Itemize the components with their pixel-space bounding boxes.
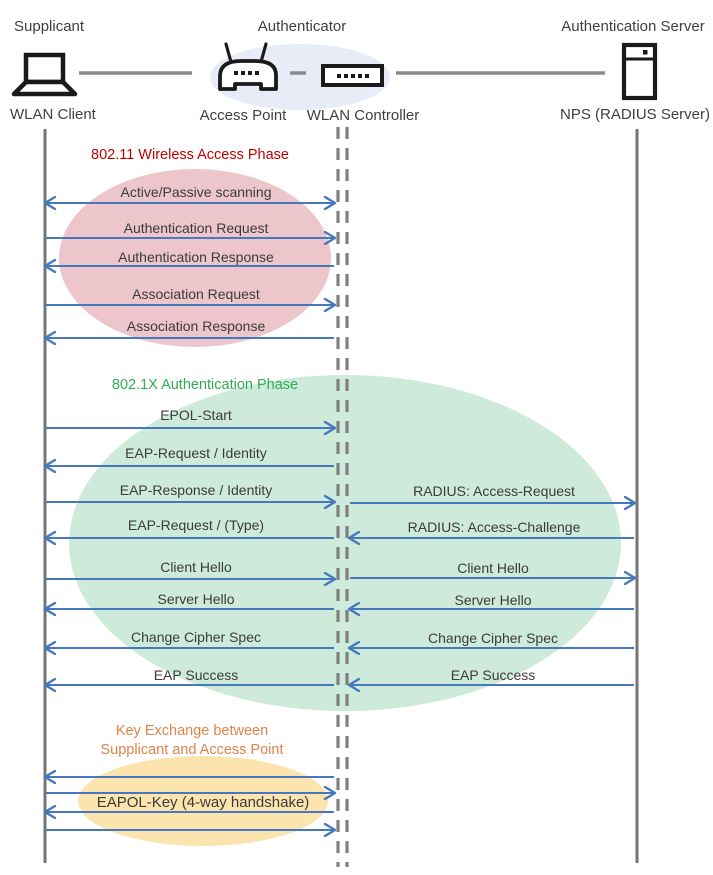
device-label-access-point: Access Point	[199, 107, 287, 124]
message-server-hello-right: Server Hello	[454, 592, 532, 608]
message-change-cipher-spec-left: Change Cipher Spec	[131, 629, 261, 645]
phase-title-wireless-access: 802.11 Wireless Access Phase	[91, 147, 289, 163]
role-authenticator: Authenticator	[257, 18, 347, 35]
wlan-controller-icon	[321, 64, 384, 87]
message-change-cipher-spec-right: Change Cipher Spec	[428, 630, 558, 646]
phase-title-key-exchange-line2: Supplicant and Access Point	[100, 741, 284, 758]
controller-server-arrows	[350, 503, 634, 685]
authentication-phase-ellipse	[69, 375, 621, 711]
key-exchange-phase-ellipse	[78, 756, 328, 846]
laptop-icon	[11, 52, 78, 97]
message-radius-access-challenge: RADIUS: Access-Challenge	[407, 519, 581, 535]
access-point-icon	[218, 42, 278, 91]
message-authentication-response: Authentication Response	[118, 249, 274, 265]
message-client-hello-left: Client Hello	[160, 559, 232, 575]
message-eap-request-identity: EAP-Request / Identity	[125, 445, 267, 461]
device-label-wlan-controller: WLAN Controller	[306, 107, 420, 124]
client-controller-arrows	[46, 203, 334, 830]
message-authentication-request: Authentication Request	[123, 220, 269, 236]
message-eap-success-right: EAP Success	[450, 667, 536, 683]
device-label-wlan-client: WLAN Client	[10, 106, 96, 123]
server-icon	[621, 42, 658, 101]
message-eap-request-type: EAP-Request / (Type)	[127, 517, 265, 533]
message-client-hello-right: Client Hello	[457, 560, 529, 576]
message-epol-start: EPOL-Start	[160, 407, 232, 423]
message-association-request: Association Request	[132, 286, 260, 302]
wireless-access-phase-ellipse	[59, 169, 331, 347]
message-association-response: Association Response	[126, 318, 266, 334]
phase-title-key-exchange-line1: Key Exchange between	[115, 723, 269, 739]
phase-title-key-exchange: Key Exchange between Supplicant and Acce…	[101, 722, 284, 759]
message-eap-response-identity: EAP-Response / Identity	[119, 482, 273, 498]
device-label-nps-server: NPS (RADIUS Server)	[559, 106, 711, 123]
message-eapol-key-handshake: EAPOL-Key (4-way handshake)	[96, 794, 310, 811]
role-supplicant: Supplicant	[14, 18, 85, 35]
role-authentication-server: Authentication Server	[561, 18, 705, 35]
message-active-passive-scanning: Active/Passive scanning	[120, 184, 272, 200]
message-eap-success-left: EAP Success	[153, 667, 239, 683]
message-radius-access-request: RADIUS: Access-Request	[413, 483, 575, 499]
phase-title-authentication: 802.1X Authentication Phase	[111, 377, 299, 393]
message-server-hello-left: Server Hello	[157, 591, 235, 607]
